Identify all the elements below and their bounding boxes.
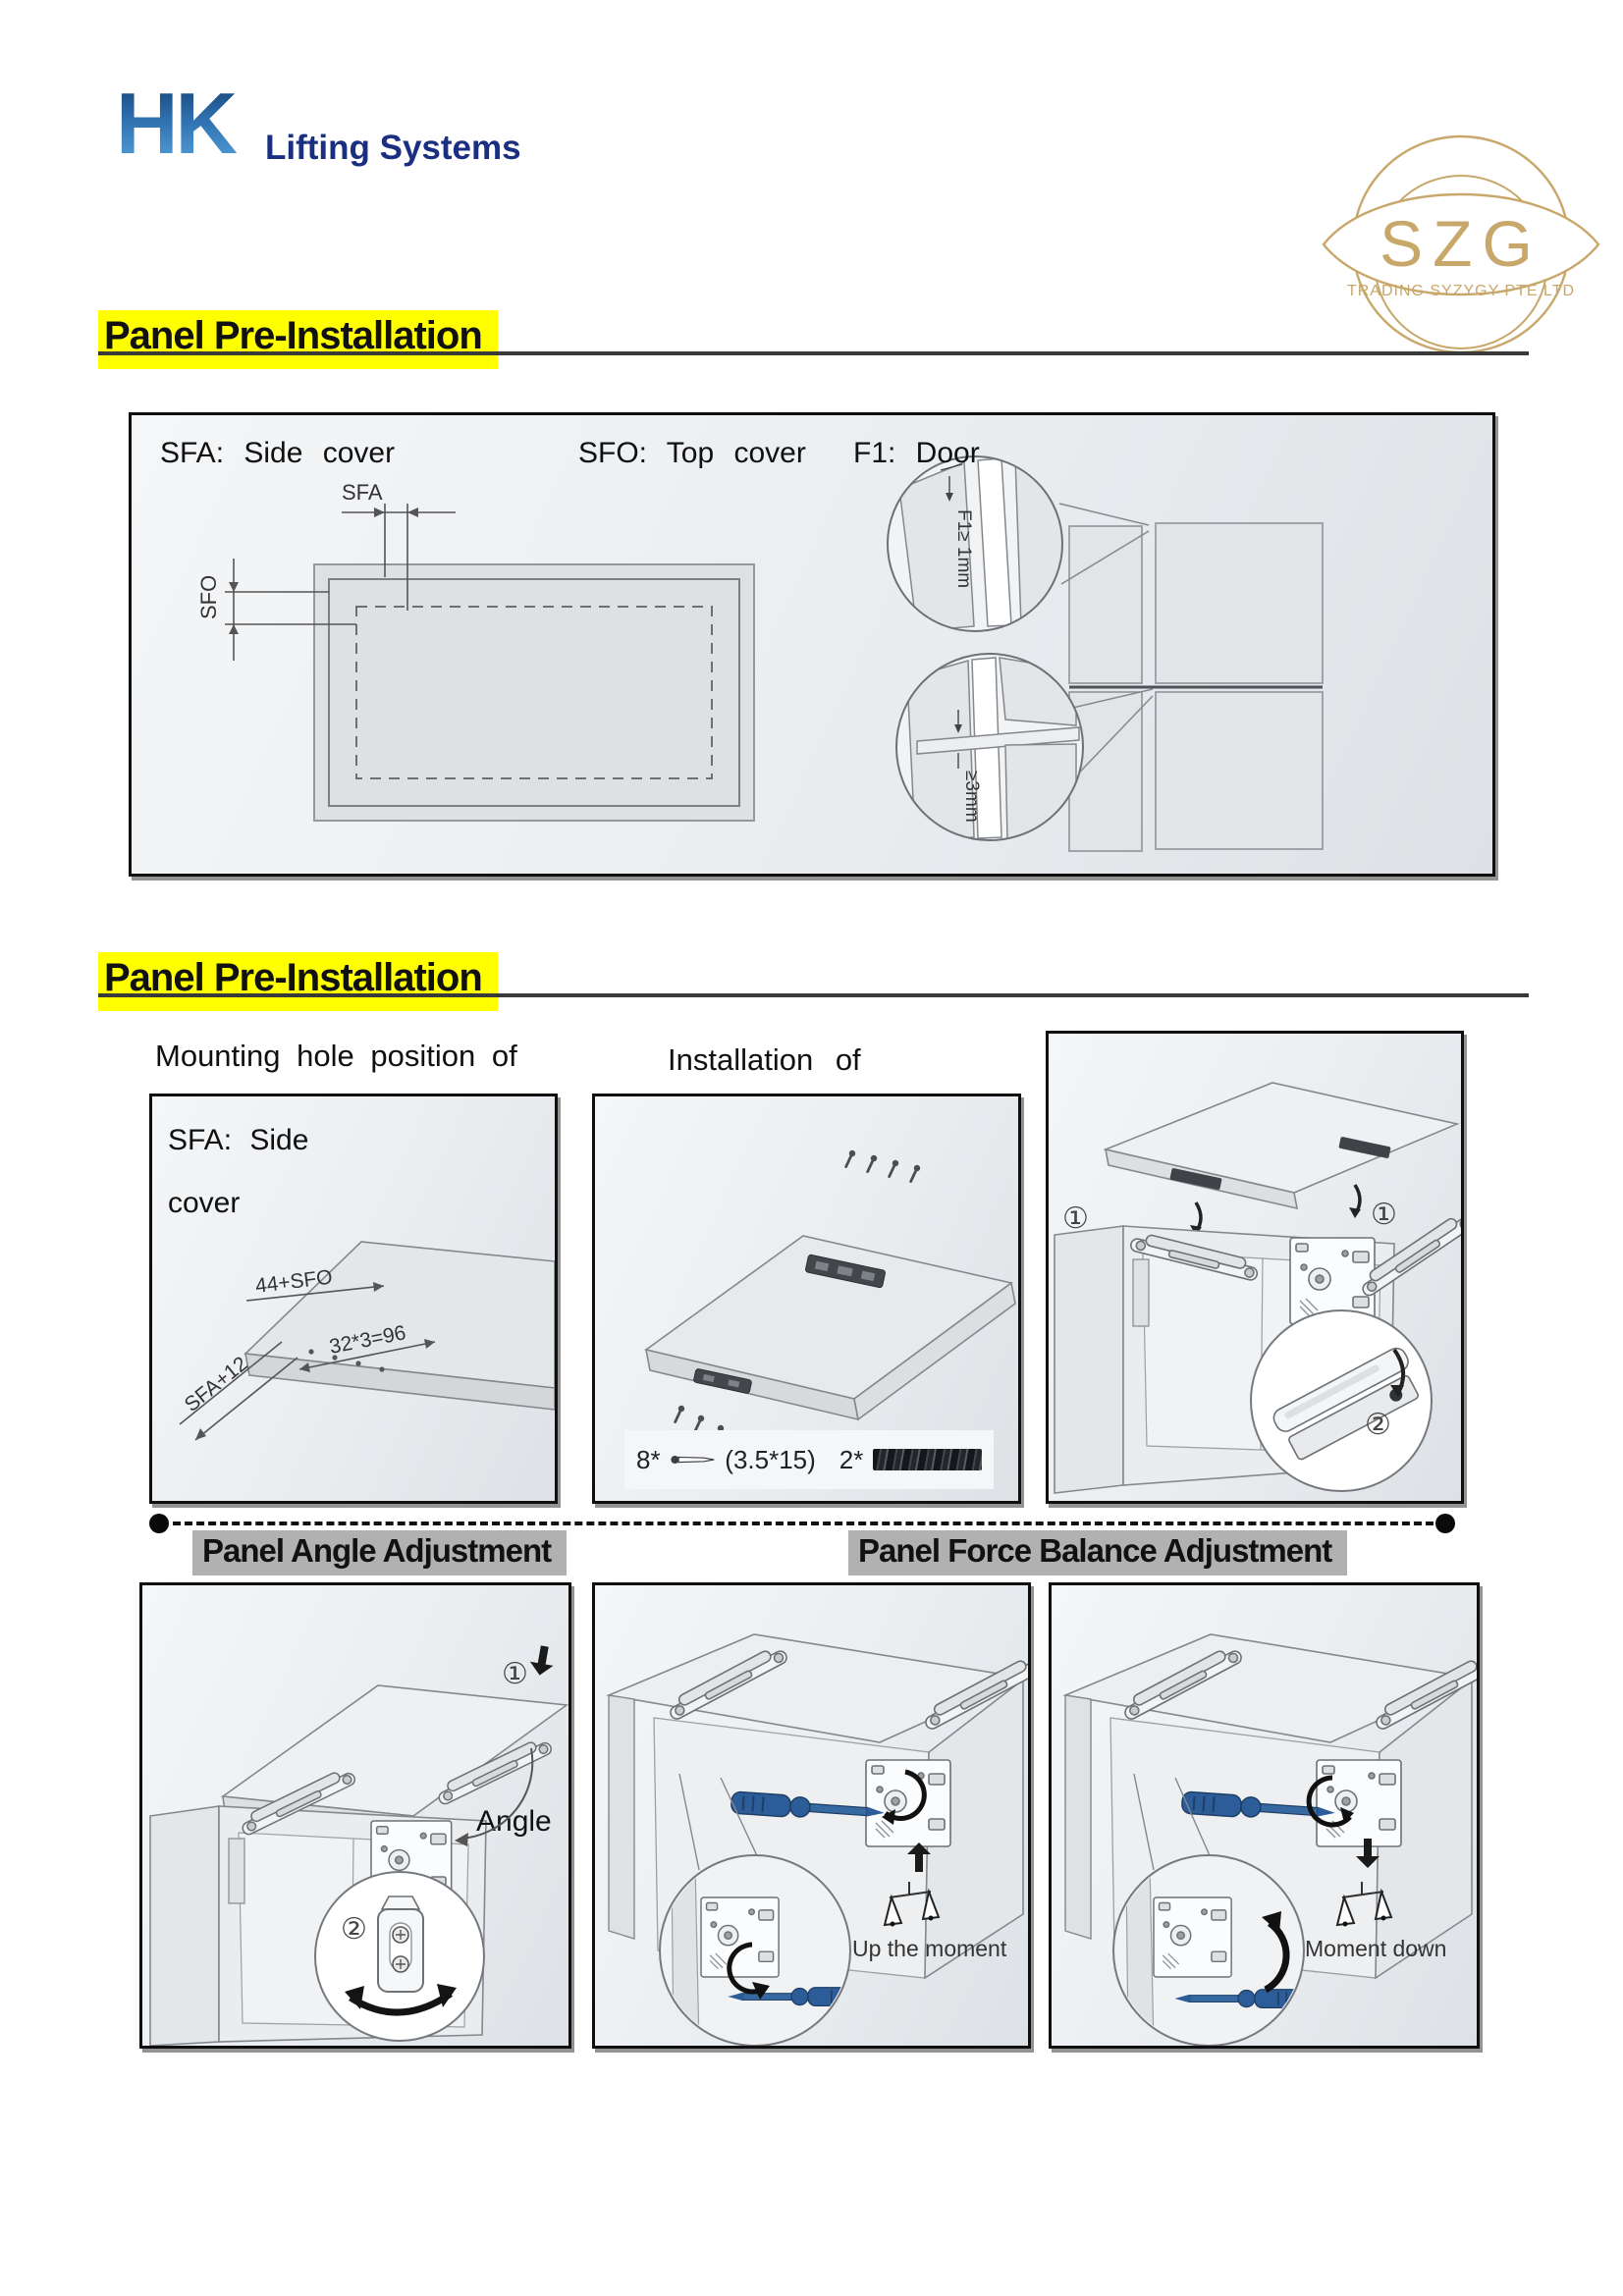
- col2-title: Installation of: [668, 1042, 861, 1077]
- hk-logo-text: HK: [116, 77, 238, 172]
- hw-qty1: 8*: [636, 1444, 661, 1474]
- force-down-diagram: Moment down: [1062, 1633, 1477, 2046]
- separator-left-dot: [149, 1514, 169, 1533]
- hw-spec1: (3.5*15): [725, 1444, 816, 1474]
- mounting-hole-diagram: 44+SFO 32*3=96 SFA+12: [179, 1241, 555, 1441]
- section1-title: Panel Pre-Installation: [98, 310, 498, 369]
- dim-sfa-label: SFA: [342, 480, 383, 505]
- installation-box: 8* (3.5*15) 2*: [592, 1094, 1021, 1504]
- hk-logo-suffix: Lifting Systems: [265, 129, 521, 167]
- bracket-bar-icon: [873, 1449, 982, 1470]
- m1-line1: SFA: Side: [168, 1124, 309, 1156]
- separator-right-dot: [1435, 1514, 1455, 1533]
- hardware-strip: 8* (3.5*15) 2*: [624, 1430, 994, 1489]
- section2-title: Panel Pre-Installation: [98, 952, 498, 1011]
- col1-title: Mounting hole position of: [155, 1039, 517, 1073]
- section2-rule: [98, 993, 1529, 997]
- separator-dashed-line: [173, 1522, 1434, 1525]
- b1-marker2: ②: [341, 1913, 367, 1946]
- dim-sfa12: SFA+12: [181, 1353, 252, 1416]
- b1-marker1: ①: [502, 1658, 528, 1690]
- m3-marker1: ①: [1062, 1202, 1089, 1235]
- screw-icon: [670, 1455, 715, 1465]
- angle-adjust-title: Panel Angle Adjustment: [192, 1530, 568, 1575]
- m1-line2: cover: [168, 1187, 241, 1219]
- mounting-hole-box: SFA: Side cover 44+SFO 32*3=96 SFA+12: [149, 1094, 558, 1504]
- installation-diagram: [644, 1148, 1016, 1445]
- b2-caption: Up the moment: [852, 1936, 1007, 1961]
- szg-logo-text: SZG: [1380, 207, 1542, 280]
- angle-adjust-diagram: ① Angle ②: [149, 1644, 568, 2046]
- legend-f1: F1: Door: [853, 437, 980, 469]
- force-up-box: Up the moment: [592, 1582, 1031, 2049]
- dim-sfo-label: SFO: [196, 575, 221, 619]
- szg-logo-subtext: TRADING SYZYGY PTE LTD: [1347, 283, 1575, 299]
- angle-adjust-box: ① Angle ②: [139, 1582, 571, 2049]
- m3-marker2: ②: [1365, 1409, 1391, 1441]
- dim-f1-label: F1≥ 1mm: [953, 509, 974, 588]
- force-down-box: Moment down: [1049, 1582, 1480, 2049]
- m3-marker1b: ①: [1371, 1199, 1397, 1231]
- b3-caption: Moment down: [1305, 1936, 1446, 1961]
- lid-placement-box: ① ① ②: [1046, 1031, 1464, 1504]
- szg-logo: SZG TRADING SYZYGY PTE LTD: [1322, 134, 1600, 354]
- hw-qty2: 2*: [839, 1444, 864, 1474]
- hk-logo: HK Lifting Systems: [116, 77, 521, 172]
- force-adjust-title: Panel Force Balance Adjustment: [848, 1530, 1348, 1575]
- overview-diagram: SFA SFO: [196, 455, 1324, 852]
- dim-3mm-label: ≥3mm: [961, 771, 982, 823]
- legend-sfa: SFA: Side cover: [160, 437, 396, 469]
- section1-rule: [98, 351, 1529, 355]
- overview-box: SFA: Side cover SFO: Top cover F1: Door …: [129, 412, 1495, 877]
- lid-placement-diagram: ① ① ②: [1054, 1082, 1461, 1494]
- legend-sfo: SFO: Top cover: [578, 437, 806, 469]
- force-up-diagram: Up the moment: [606, 1633, 1028, 2046]
